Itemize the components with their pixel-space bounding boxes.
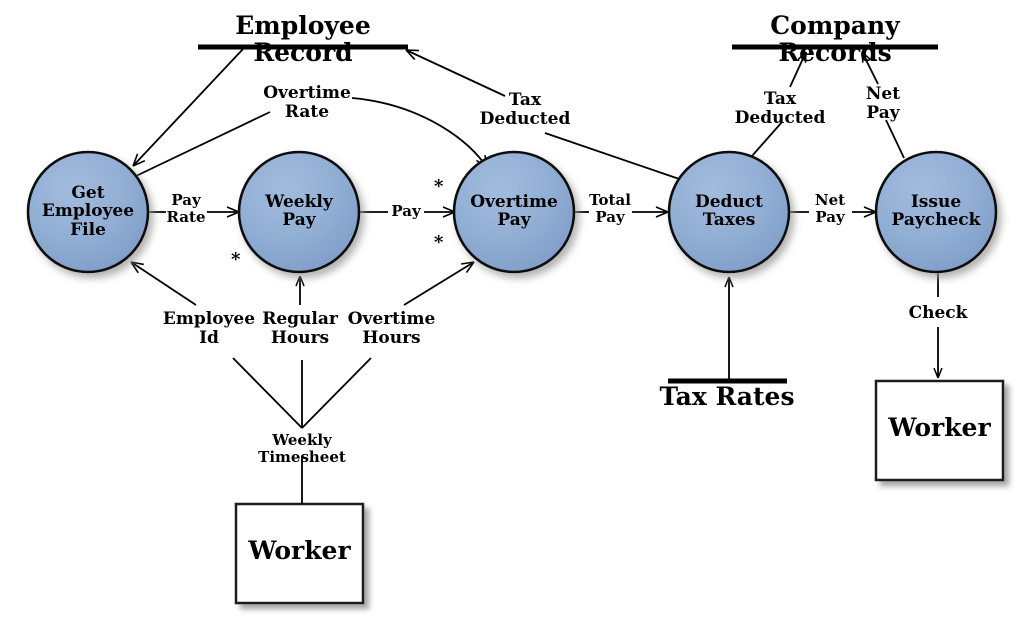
flow-line-net-pay-company-a — [885, 119, 905, 159]
entity-box-worker-source[interactable] — [234, 502, 365, 605]
flow-line-overtime-hours — [403, 261, 475, 306]
annotation-star-weekly-pay: * — [231, 249, 241, 270]
flow-label-total-pay: Total Pay — [589, 191, 631, 226]
flow-line-tax-deducted-company-a — [751, 121, 783, 157]
flow-label-net-pay-company-records: Net Pay — [865, 84, 901, 124]
process-circle-issue-paycheck[interactable] — [874, 150, 998, 274]
process-circle-overtime-pay[interactable] — [452, 150, 576, 274]
flow-line-overtime-rate-in — [135, 111, 271, 177]
flow-label-tax-deducted-employee-record: Tax Deducted — [479, 90, 571, 130]
flow-line-overtime-rate-out — [351, 97, 488, 169]
flow-label-overtime-hours: Overtime Hours — [347, 309, 436, 349]
flow-line-fork-right — [301, 357, 372, 429]
flow-line-net-pay-company-b — [861, 51, 879, 85]
flow-label-regular-hours: Regular Hours — [262, 309, 338, 349]
flow-line-employee-record-to-get-file — [132, 48, 244, 167]
flow-label-weekly-timesheet: Weekly Timesheet — [258, 431, 346, 466]
process-circle-weekly-pay[interactable] — [237, 150, 361, 274]
flow-line-tax-deducted-to-store-b — [405, 49, 506, 97]
annotation-star-overtime-pay-top: * — [434, 176, 444, 197]
flow-line-tax-deducted-company-b — [789, 51, 807, 88]
flow-label-overtime-rate: Overtime Rate — [263, 83, 351, 123]
entity-box-worker-sink[interactable] — [874, 379, 1005, 482]
flow-label-check: Check — [908, 303, 968, 323]
flow-label-pay-rate: Pay Rate — [166, 191, 206, 226]
process-circle-get-employee-file[interactable] — [26, 150, 150, 274]
flow-line-tax-deducted-to-store-a — [544, 132, 689, 183]
flow-label-pay: Pay — [391, 202, 421, 220]
flow-label-tax-deducted-company-records: Tax Deducted — [734, 89, 826, 129]
flow-line-employee-id — [130, 261, 197, 306]
flow-label-employee-id: Employee Id — [162, 309, 256, 349]
process-circle-deduct-taxes[interactable] — [667, 150, 791, 274]
annotation-star-overtime-pay-bottom: * — [434, 232, 444, 253]
flow-label-net-pay: Net Pay — [814, 191, 846, 226]
flow-line-fork-left — [232, 357, 303, 429]
